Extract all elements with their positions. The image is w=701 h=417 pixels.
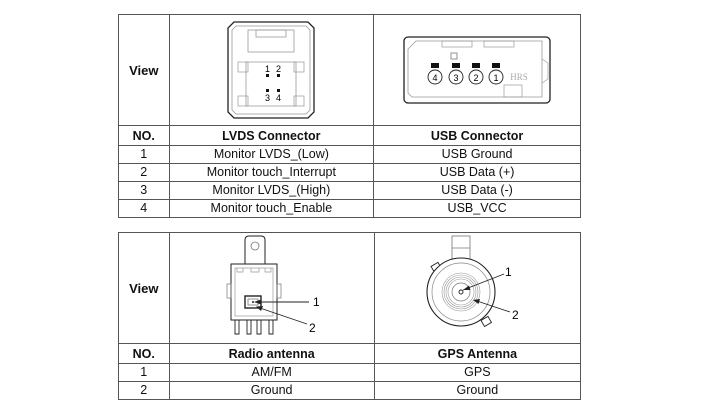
pin-number: 1 xyxy=(118,145,170,164)
gps-callout-1: 1 xyxy=(505,265,512,279)
table-row: 3 Monitor LVDS_(High) USB Data (-) xyxy=(118,181,581,200)
usb-signal: USB Data (-) xyxy=(373,181,581,200)
col-header-lvds: LVDS Connector xyxy=(168,125,375,146)
usb-signal: USB Ground xyxy=(373,145,581,164)
table-row: 1 Monitor LVDS_(Low) USB Ground xyxy=(118,145,581,164)
col-header-no: NO. xyxy=(118,343,170,364)
pin-number: 3 xyxy=(118,181,170,200)
lvds-signal: Monitor touch_Enable xyxy=(168,199,375,218)
usb-connector-icon: 4 3 2 1 HRS xyxy=(403,36,551,104)
radio-callout-1: 1 xyxy=(313,295,320,309)
pin-number: 2 xyxy=(118,381,170,400)
usb-pin-1-label: 1 xyxy=(494,73,499,83)
connector-table-lvds-usb: View 1 2 3 4 xyxy=(118,14,581,218)
usb-pin-4-label: 4 xyxy=(433,73,438,83)
radio-signal: AM/FM xyxy=(168,363,375,382)
usb-connector-diagram: 4 3 2 1 HRS xyxy=(373,14,581,126)
view-row: View 1 2 xyxy=(118,232,582,344)
table-row: 4 Monitor touch_Enable USB_VCC xyxy=(118,199,581,218)
header-row: NO. LVDS Connector USB Connector xyxy=(118,125,581,146)
pin-number: 4 xyxy=(118,199,170,218)
lvds-signal: Monitor touch_Interrupt xyxy=(168,163,375,182)
usb-signal: USB_VCC xyxy=(373,199,581,218)
table-row: 2 Monitor touch_Interrupt USB Data (+) xyxy=(118,163,581,182)
lvds-connector-icon: 1 2 3 4 xyxy=(227,21,316,119)
lvds-pin-1-label: 1 xyxy=(265,64,270,74)
view-label: View xyxy=(118,14,170,126)
table-row: 2 Ground Ground xyxy=(118,381,582,400)
col-header-usb: USB Connector xyxy=(373,125,581,146)
pin-number: 1 xyxy=(118,363,170,382)
lvds-signal: Monitor LVDS_(High) xyxy=(168,181,375,200)
gps-antenna-connector-icon: 1 2 xyxy=(426,235,519,328)
lvds-signal: Monitor LVDS_(Low) xyxy=(168,145,375,164)
col-header-gps: GPS Antenna xyxy=(373,343,582,364)
hrs-logo: HRS xyxy=(510,72,528,82)
col-header-radio: Radio antenna xyxy=(168,343,375,364)
radio-antenna-connector-icon: 1 2 xyxy=(226,235,320,335)
gps-signal: GPS xyxy=(373,363,582,382)
gps-callout-2: 2 xyxy=(512,308,519,322)
radio-signal: Ground xyxy=(168,381,375,400)
col-header-no: NO. xyxy=(118,125,170,146)
lvds-pin-3-label: 3 xyxy=(265,93,270,103)
radio-antenna-diagram: 1 2 xyxy=(168,232,375,344)
usb-pin-3-label: 3 xyxy=(454,73,459,83)
radio-callout-2: 2 xyxy=(309,321,316,335)
lvds-pin-2-label: 2 xyxy=(276,64,281,74)
gps-antenna-diagram: 1 2 xyxy=(373,232,582,344)
view-row: View 1 2 3 4 xyxy=(118,14,581,126)
header-row: NO. Radio antenna GPS Antenna xyxy=(118,343,582,364)
view-label: View xyxy=(118,232,170,344)
connector-table-antenna: View 1 2 xyxy=(118,232,582,400)
usb-signal: USB Data (+) xyxy=(373,163,581,182)
usb-pin-2-label: 2 xyxy=(474,73,479,83)
lvds-connector-diagram: 1 2 3 4 xyxy=(168,14,375,126)
pin-number: 2 xyxy=(118,163,170,182)
table-row: 1 AM/FM GPS xyxy=(118,363,582,382)
gps-signal: Ground xyxy=(373,381,582,400)
lvds-pin-4-label: 4 xyxy=(276,93,281,103)
